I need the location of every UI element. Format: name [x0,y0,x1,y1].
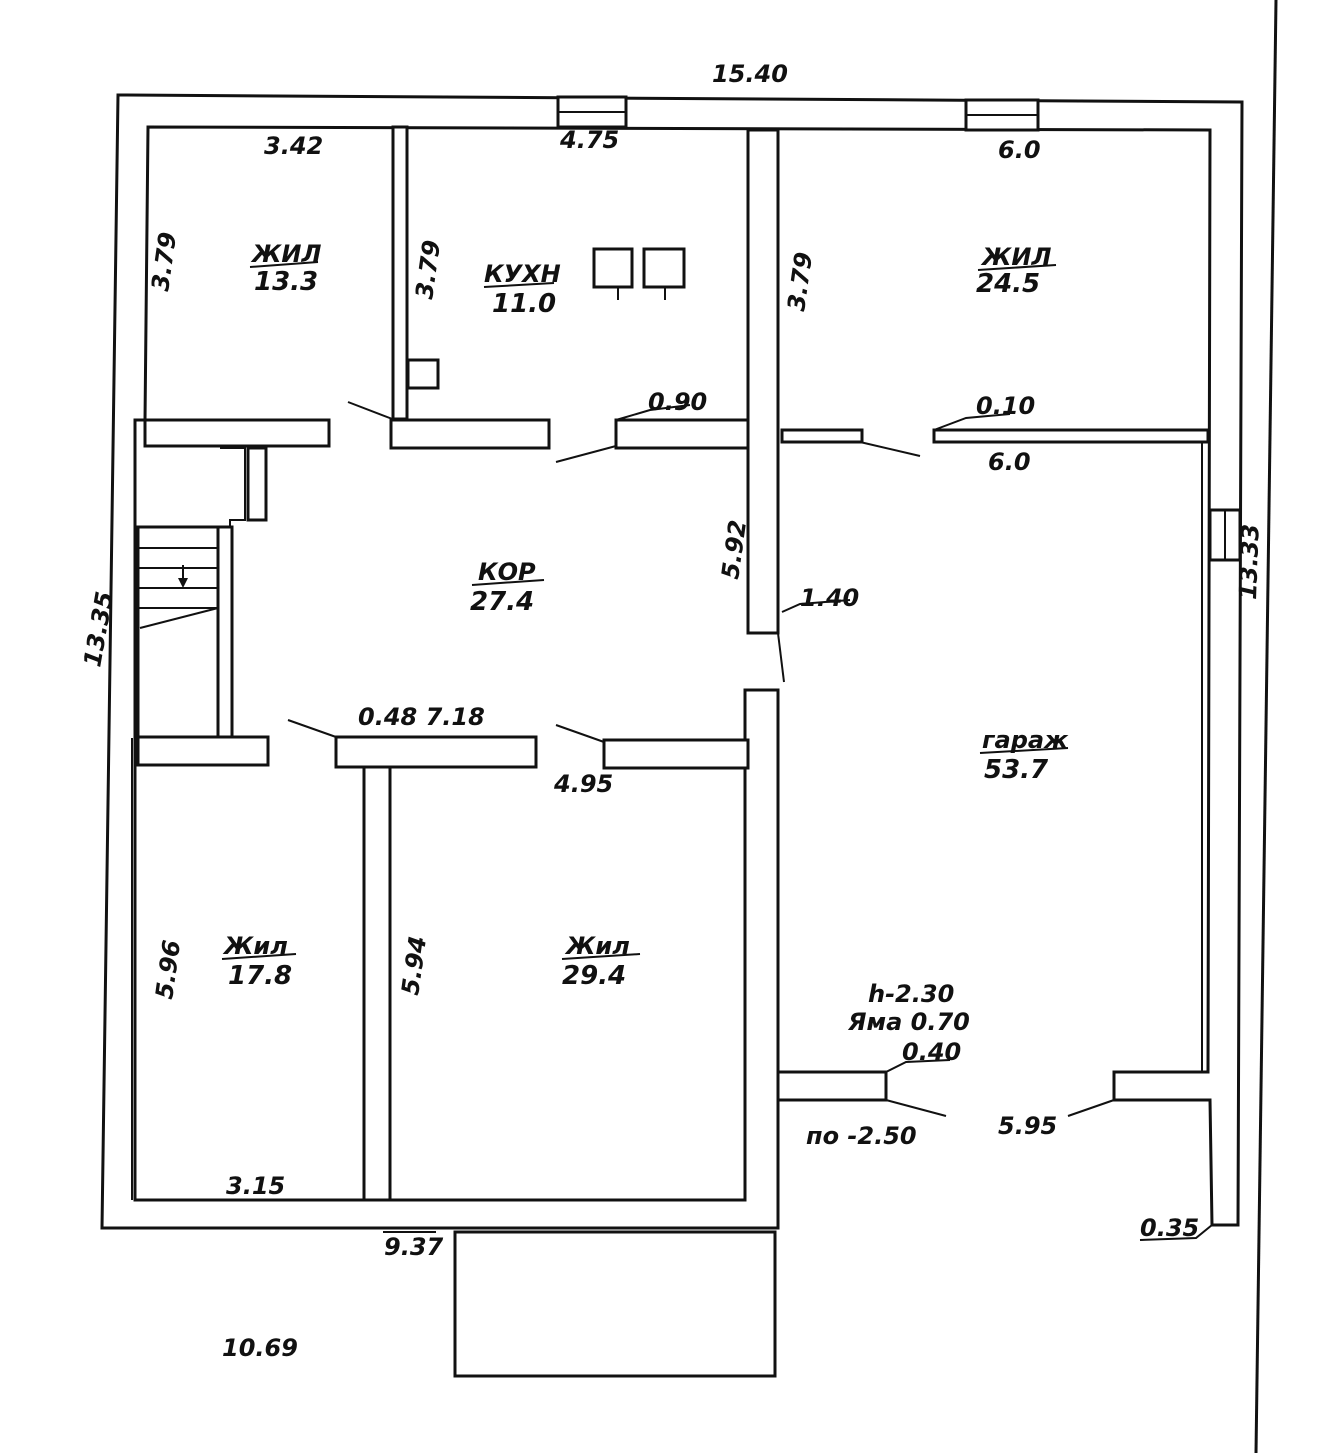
dim-mid-room-height: 3.79 [410,238,446,301]
wall-h-2 [389,418,551,450]
dim-garage-gate: 5.95 [998,1112,1057,1140]
room-corridor: КОР 27.4 [470,558,545,617]
staircase [136,446,268,739]
dim-garage-door: 0.40 [902,1038,961,1066]
dim-bottom-left-room-height: 5.96 [150,938,186,1001]
door-swing [859,441,921,457]
door-swing [287,719,337,738]
wall-bottom-partition [362,765,392,1202]
note-floor: по -2.50 [806,1122,917,1150]
dim-corridor-bottom-right: 4.95 [553,770,613,798]
room-garage: гараж 53.7 [979,726,1069,785]
room-area: 13.3 [254,267,318,297]
dim-top-window: 4.75 [559,126,619,154]
door-swing [885,1099,947,1117]
wall-h-6 [136,735,270,767]
sheet-border-right [1254,0,1278,1453]
wall-h-3 [614,418,750,450]
wall-h-8 [602,738,750,770]
dim-top-left-room: 3.42 [264,132,323,160]
wall-top-left-partition [391,125,409,421]
wall-h-7 [334,735,538,769]
dim-corner-offset: 0.35 [1140,1214,1199,1242]
porch [453,1230,777,1378]
dim-right-room-bottom: 6.0 [988,448,1031,476]
door-swing [1067,1099,1115,1117]
room-area: 53.7 [984,755,1049,785]
room-bottom-left: Жил 17.8 [221,932,297,991]
room-area: 24.5 [976,269,1040,299]
room-area: 27.4 [470,587,534,617]
wall-garage-bottom-left [776,1070,888,1102]
sink-icon [642,247,686,289]
wall-h-1 [143,418,331,448]
wall-h-5 [932,428,1210,444]
room-bottom-mid: Жил 29.4 [561,932,641,991]
dim-door-right-room: 0.10 [976,392,1035,420]
room-top-right: ЖИЛ 24.5 [976,243,1057,299]
dim-corridor-bottom: 0.48 7.18 [358,703,485,731]
dim-door-kitchen: 0.90 [648,388,707,416]
wall-top-mid-partition [746,128,780,635]
room-kitchen: КУХН 11.0 [483,260,561,319]
wall-h-4 [780,428,864,444]
dim-top-overall: 15.40 [712,60,788,88]
note-height: h-2.30 [868,980,954,1008]
stove-icon [592,247,634,289]
room-area: 17.8 [228,961,292,991]
dim-bottom-extension: 10.69 [222,1334,298,1362]
door-swing [347,401,396,421]
dim-right-overall: 13.33 [1234,523,1265,600]
dim-top-right-room: 6.0 [998,136,1041,164]
cabinet-icon [406,358,440,390]
door-swing [555,445,617,463]
note-pit: Яма 0.70 [847,1008,970,1036]
room-top-left: ЖИЛ 13.3 [249,240,321,297]
dim-bottom-mid-room-height: 5.94 [396,934,432,997]
dim-left-top-room-height: 3.79 [146,230,182,293]
room-area: 29.4 [562,961,626,991]
dim-bottom-left-width: 3.15 [226,1172,285,1200]
dim-right-top-room-height: 3.79 [782,250,818,313]
door-swing [777,632,785,683]
dim-bottom-total: 9.37 [384,1233,444,1261]
dim-door-corridor-right: 1.40 [800,584,859,612]
room-area: 11.0 [492,289,556,319]
door-swing [555,724,605,743]
